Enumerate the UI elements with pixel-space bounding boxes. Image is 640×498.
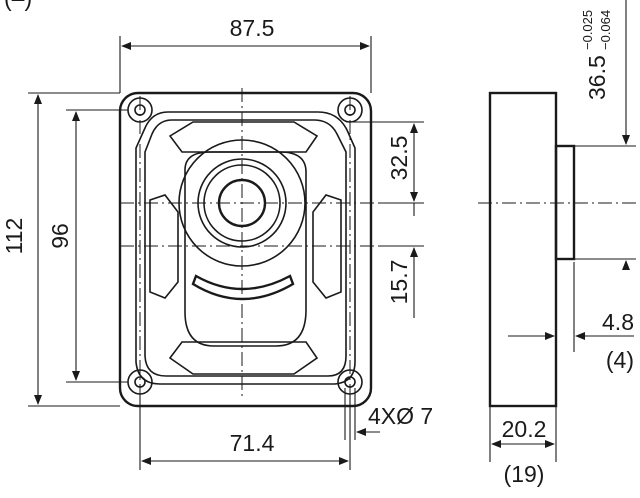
dim-hole-pitch-horizontal: 71.4 [139,394,351,470]
left-lobe [149,194,179,299]
dim-side-height: 36.5 −0.025 −0.064 [574,0,636,270]
label-15-7: 15.7 [386,260,412,305]
label-36-5: 36.5 [584,55,610,100]
inner-outline [135,111,356,385]
top-lobe [168,121,319,153]
label-32-5: 32.5 [386,136,412,181]
label-holes: 4XØ 7 [368,403,433,429]
bottom-lobe [168,341,319,375]
label-tol-upper: −0.025 [580,10,595,50]
side-body [488,91,558,408]
label-19-ref: (19) [504,461,545,487]
dim-width-top: 87.5 [119,15,372,93]
dim-hole-pitch-vertical: 96 [47,109,128,383]
central-body [184,151,307,347]
partial-label: (–) [4,0,32,11]
label-87-5: 87.5 [230,15,275,41]
label-20-2: 20.2 [502,416,547,442]
crescent-slot [191,274,295,301]
dim-height-total: 112 [1,92,120,407]
front-view [118,88,380,408]
label-4-8: 4.8 [602,309,634,335]
dim-offset-upper: 32.5 [346,121,424,204]
dim-boss-length: 4.8 (4) [508,262,634,373]
dim-offset-lower: 15.7 [380,203,424,318]
outer-plate [118,91,373,408]
right-lobe [312,194,342,299]
label-71-4: 71.4 [230,430,275,456]
side-view [478,91,636,408]
label-112: 112 [1,218,27,255]
inner-outline-2 [144,119,347,377]
dim-holes-callout: 4XØ 7 [344,388,433,440]
dim-body-thickness: 20.2 (19) [489,406,557,487]
label-96: 96 [47,223,73,249]
label-4-ref: (4) [606,347,634,373]
label-tol-lower: −0.064 [598,10,613,50]
